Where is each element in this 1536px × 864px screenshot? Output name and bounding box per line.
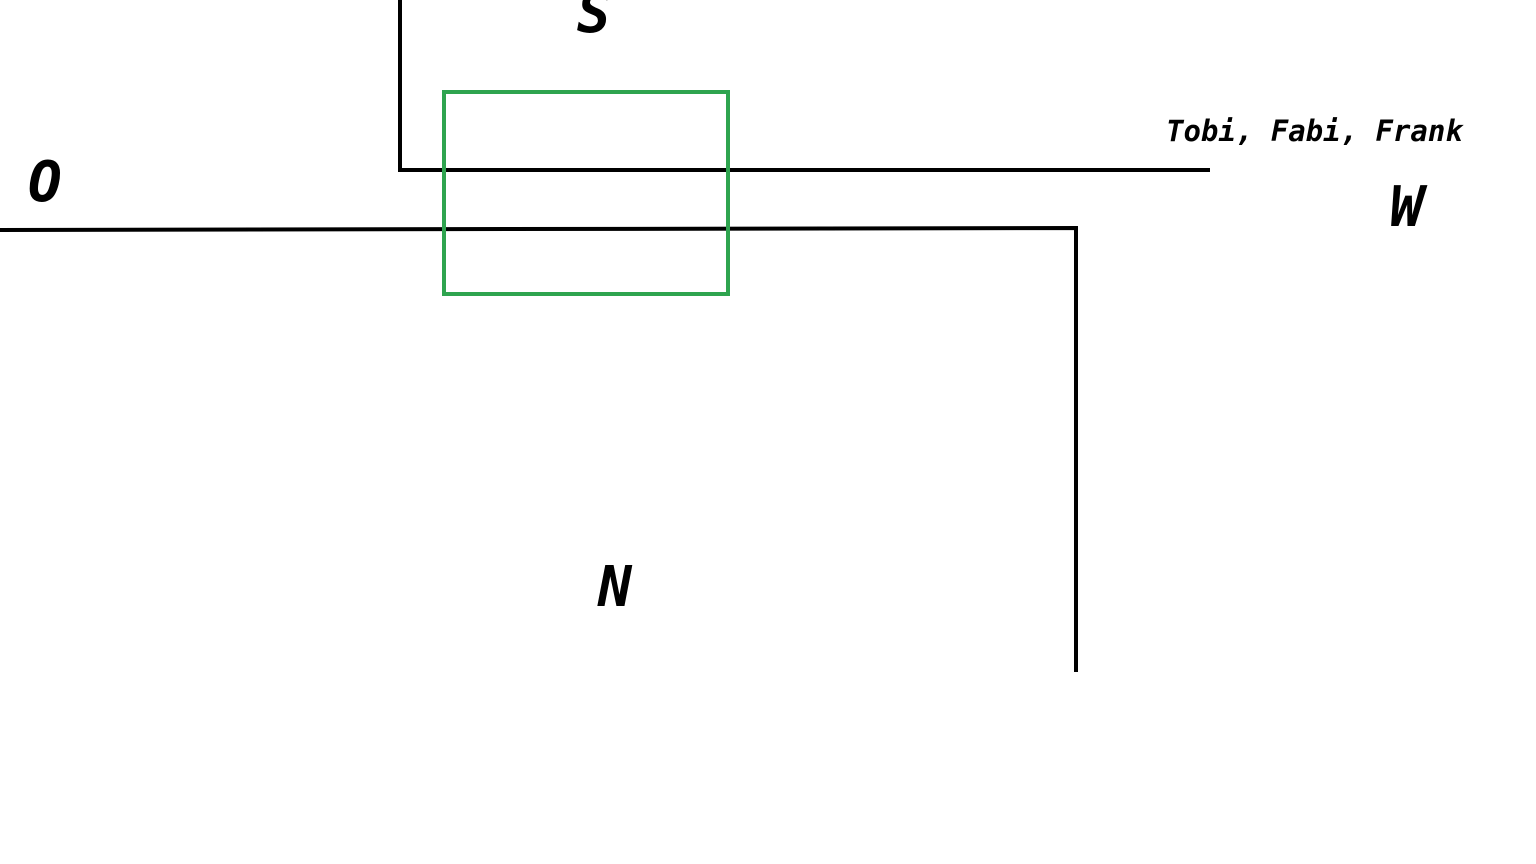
label-west: W	[1390, 175, 1424, 240]
highlight-box	[442, 90, 730, 296]
label-south: S	[577, 0, 611, 46]
upper-line	[398, 0, 1210, 172]
label-names: Tobi, Fabi, Frank	[1166, 114, 1463, 148]
lower-line	[0, 225, 1078, 672]
label-north: N	[598, 555, 632, 620]
label-east: O	[28, 150, 62, 215]
